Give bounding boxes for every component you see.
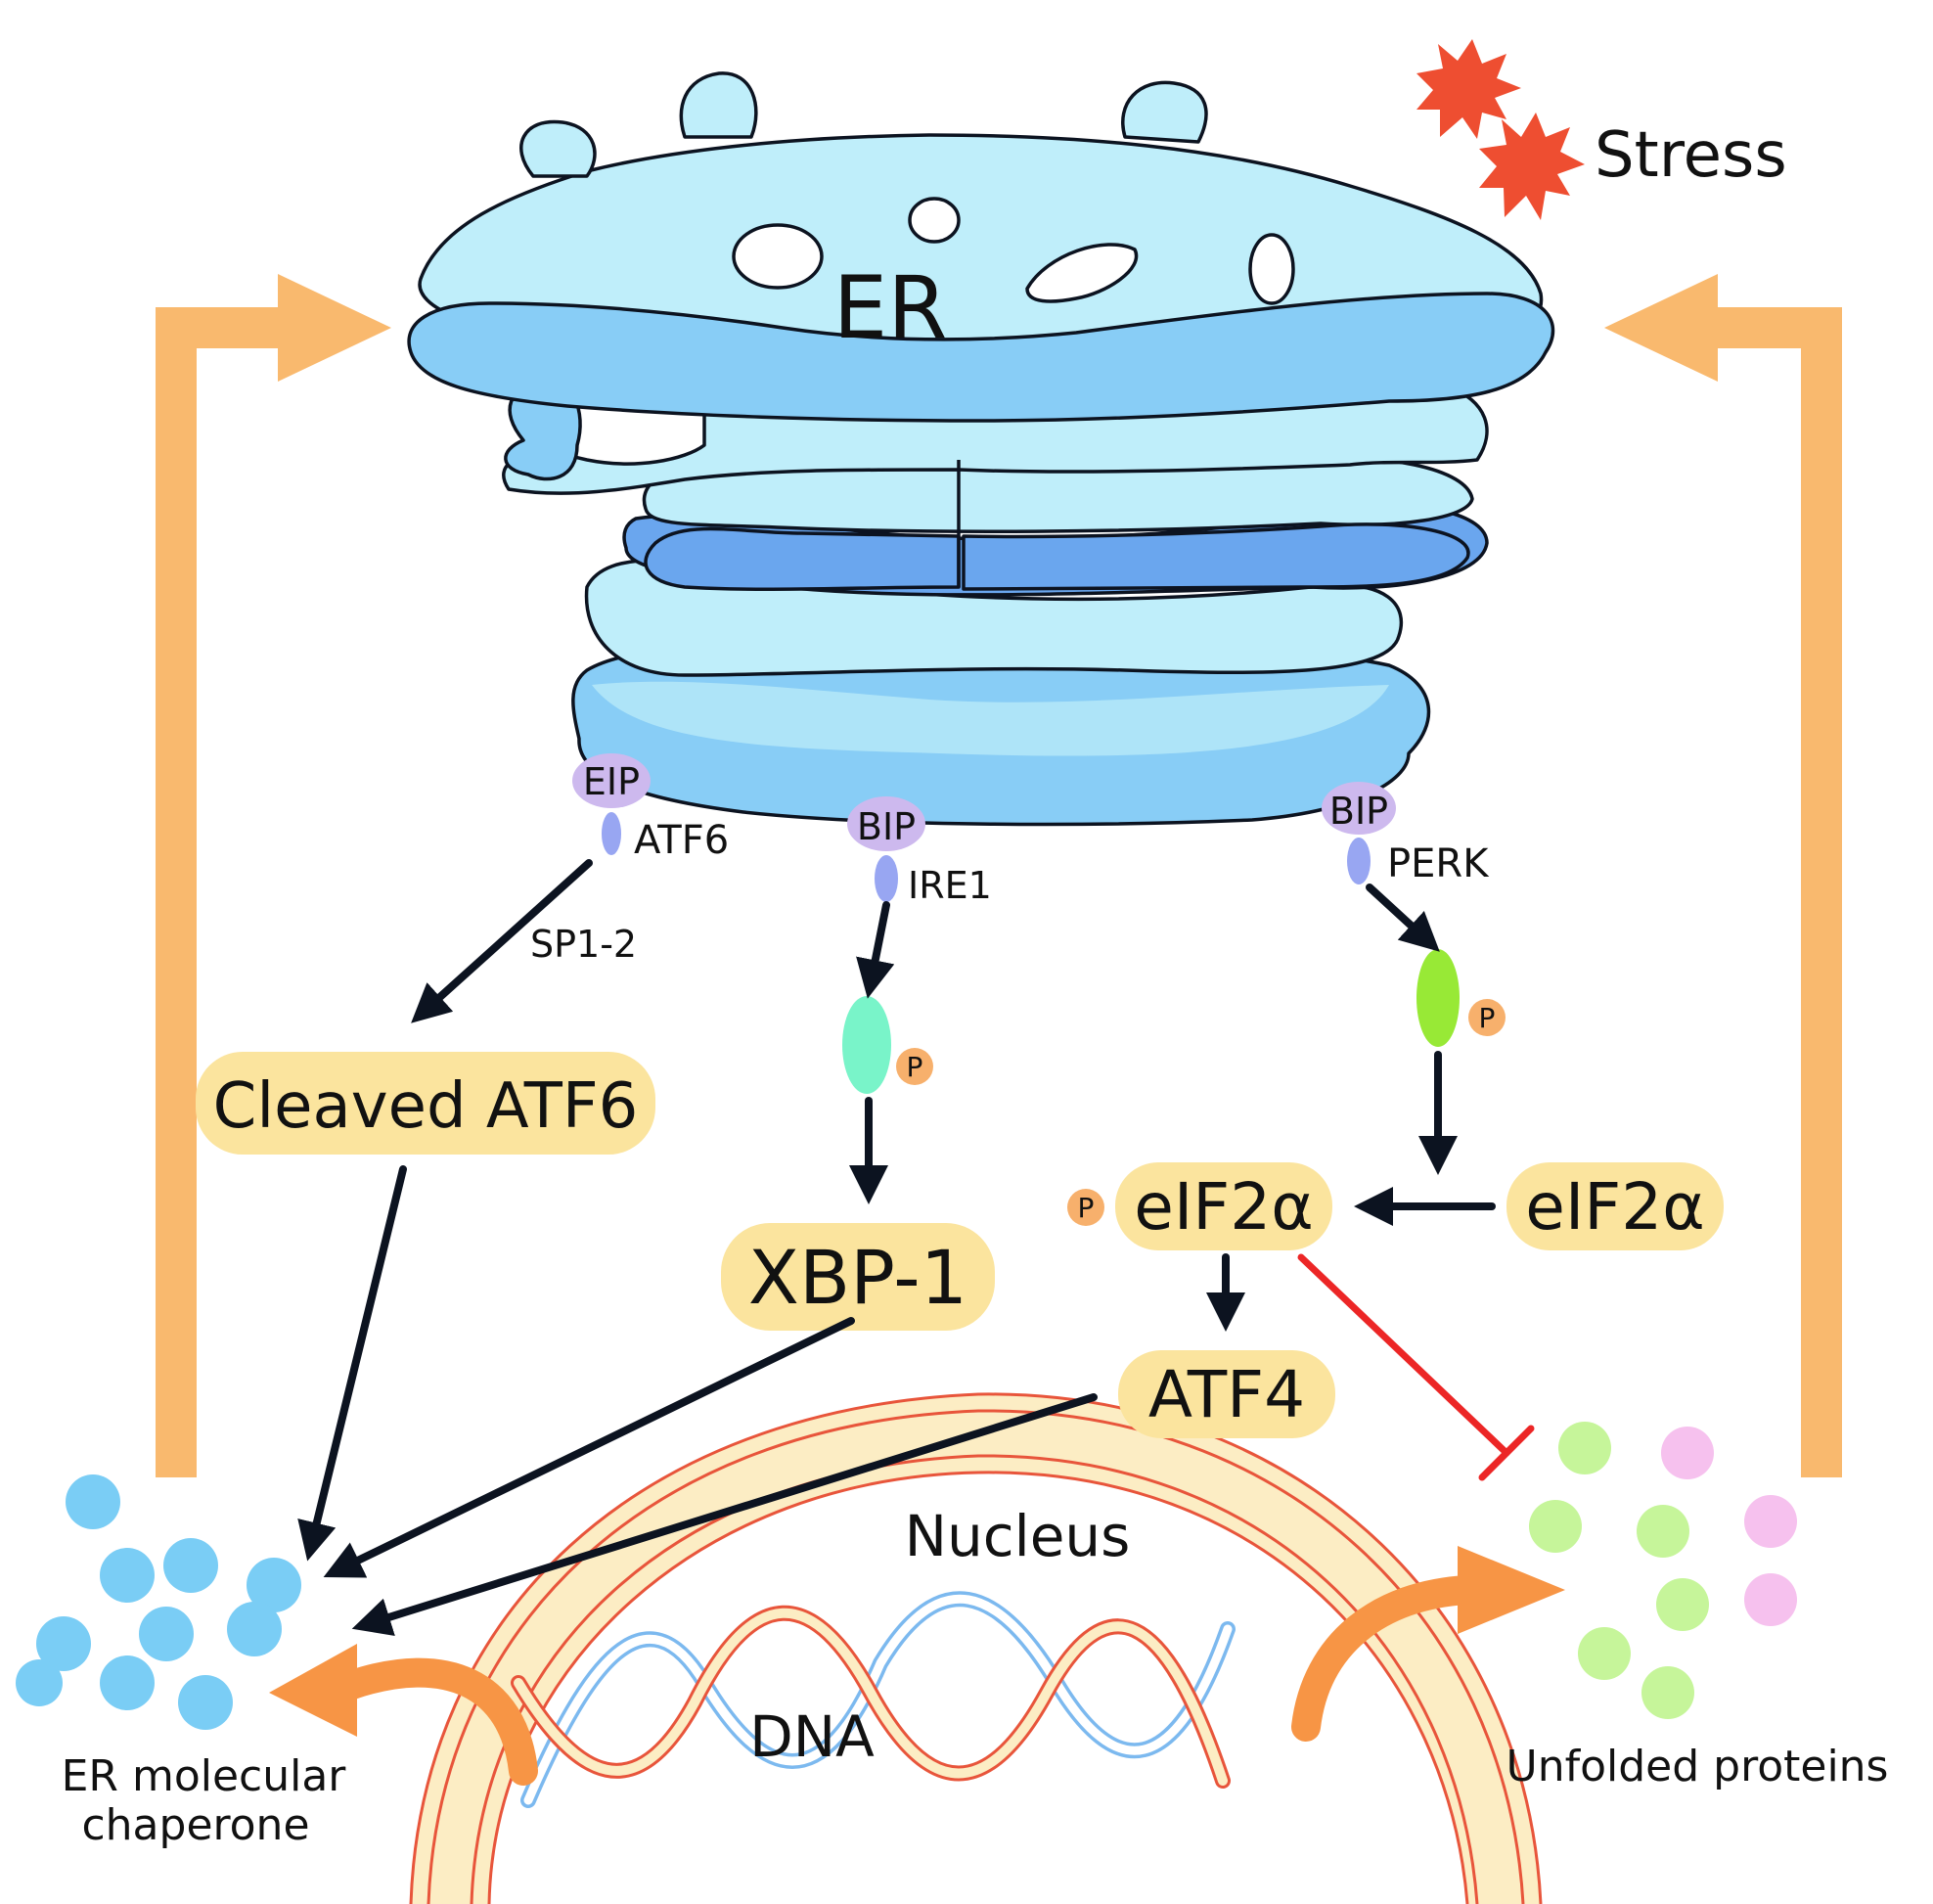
eif2a-phosphate — [1067, 1189, 1104, 1226]
p-eif2a-label: P — [1078, 1192, 1095, 1224]
dna-helix — [511, 1591, 1236, 1808]
er-label: ER — [833, 257, 948, 358]
eif2a-box — [1506, 1162, 1724, 1250]
unfolded-proteins-label: Unfolded proteins — [1506, 1742, 1889, 1791]
p-perk-label: P — [1479, 1002, 1496, 1034]
eip-label: EIP — [583, 760, 640, 803]
feedback-arrow-left — [156, 274, 391, 1477]
arrow-cleaved-to-chaperone — [297, 1165, 407, 1562]
curve-arrow-right — [1291, 1546, 1565, 1742]
atf4-box — [1118, 1350, 1335, 1438]
ire1-receptor — [847, 796, 925, 902]
eif2a-phos-label: eIF2α — [1134, 1169, 1314, 1245]
perk-receptor — [1322, 782, 1396, 884]
inhibition-arrow — [1297, 1253, 1535, 1481]
p-ire1-label: P — [907, 1051, 923, 1083]
nucleus — [409, 1392, 1543, 1904]
feedback-arrow-right — [1604, 274, 1842, 1477]
arrow-perk-to-active — [1366, 884, 1440, 952]
unfolded-cluster — [1529, 1422, 1797, 1719]
perk-activated — [1416, 949, 1506, 1047]
stress-icon — [1416, 39, 1585, 220]
cleaved-atf6-box — [196, 1052, 655, 1155]
nucleus-label: Nucleus — [905, 1503, 1131, 1569]
er-organelle — [407, 71, 1555, 827]
dna-label: DNA — [749, 1703, 875, 1770]
cleaved-atf6-label: Cleaved ATF6 — [213, 1070, 639, 1143]
eif2a-label: eIF2α — [1525, 1169, 1705, 1245]
chaperone-label-line2: chaperone — [81, 1800, 309, 1850]
perk-label: PERK — [1387, 841, 1490, 886]
eif2a-phos-box — [1115, 1162, 1332, 1250]
arrow-atf6-to-cleaved — [411, 859, 593, 1023]
bip-perk-label: BIP — [1329, 790, 1388, 833]
ire1-label: IRE1 — [908, 864, 992, 907]
ire1-activated — [842, 996, 933, 1094]
arrow-xbp1-to-chaperone — [323, 1317, 855, 1578]
atf6-receptor — [572, 753, 651, 855]
sp12-label: SP1-2 — [530, 923, 637, 966]
stress-label: Stress — [1595, 119, 1787, 192]
xbp1-label: XBP-1 — [748, 1234, 967, 1321]
chaperone-label-line1: ER molecular — [62, 1751, 347, 1801]
bip-ire1-label: BIP — [857, 805, 916, 848]
atf6-label: ATF6 — [634, 818, 729, 863]
atf4-label: ATF4 — [1148, 1357, 1305, 1432]
arrow-ire1-to-active — [856, 901, 895, 999]
chaperone-cluster — [16, 1474, 301, 1730]
xbp1-box — [721, 1223, 995, 1331]
arrow-atf4-to-chaperone — [351, 1393, 1098, 1636]
pathway-arrows — [297, 859, 1496, 1636]
curve-arrow-left — [269, 1644, 538, 1786]
